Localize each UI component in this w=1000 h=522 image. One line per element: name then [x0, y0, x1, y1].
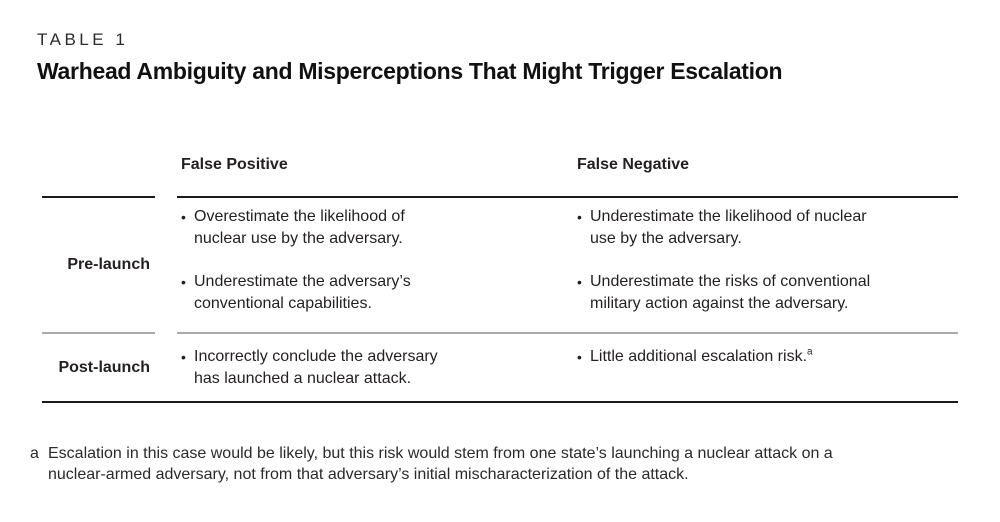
bullet-icon: • — [181, 349, 186, 365]
column-header-false-positive: False Positive — [181, 156, 288, 173]
bullet-icon: • — [181, 209, 186, 225]
cell-post-launch-false-negative: • Little additional escalation risk.a — [573, 334, 958, 401]
footnote-marker: a — [30, 445, 39, 462]
footnote-text: Escalation in this case would be likely,… — [48, 445, 833, 483]
row-label-pre-launch: Pre-launch — [67, 256, 150, 273]
misperceptions-table: False Positive False Negative Pre-launch… — [42, 155, 958, 403]
list-item: • Underestimate the likelihood of nuclea… — [573, 206, 958, 250]
footnote: a Escalation in this case would be likel… — [30, 443, 1000, 485]
row-label-post-launch: Post-launch — [58, 358, 150, 376]
list-item: • Overestimate the likelihood of nuclear… — [177, 206, 573, 250]
rule-top-stub-segment — [42, 196, 155, 198]
bullet-text: Underestimate the likelihood of nuclear … — [590, 208, 867, 247]
cell-pre-launch-false-positive: • Overestimate the likelihood of nuclear… — [177, 198, 573, 332]
footnote-ref-a: a — [807, 346, 813, 358]
row-gap — [155, 334, 177, 401]
bullet-text: Underestimate the risks of conventional … — [590, 273, 871, 312]
list-item: • Little additional escalation risk.a — [573, 346, 958, 368]
rule-top-main-segment — [177, 196, 958, 198]
rule-middle-main-segment — [177, 332, 958, 334]
rule-middle-stub-segment — [42, 332, 155, 334]
rule-bottom — [42, 401, 958, 403]
cell-pre-launch-false-negative: • Underestimate the likelihood of nuclea… — [573, 198, 958, 332]
bullet-icon: • — [577, 209, 582, 225]
cell-post-launch-false-positive: • Incorrectly conclude the adversary has… — [177, 334, 573, 401]
header-gap — [155, 155, 177, 196]
bullet-text: Overestimate the likelihood of nuclear u… — [194, 208, 405, 247]
list-item: • Underestimate the adversary’s conventi… — [177, 271, 573, 315]
table-label: TABLE 1 — [37, 30, 129, 49]
bullet-text-main: Little additional escalation risk. — [590, 348, 808, 365]
bullet-text: Underestimate the adversary’s convention… — [194, 273, 411, 312]
list-item: • Underestimate the risks of conventiona… — [573, 271, 958, 315]
bullet-text: Little additional escalation risk.a — [590, 346, 813, 368]
bullet-text: Incorrectly conclude the adversary has l… — [194, 348, 438, 387]
header-stub-empty — [42, 155, 155, 196]
bullet-icon: • — [181, 274, 186, 290]
column-header-false-negative: False Negative — [577, 156, 690, 173]
bullet-icon: • — [577, 349, 582, 365]
row-gap — [155, 198, 177, 332]
bullet-icon: • — [577, 274, 582, 290]
table-title: Warhead Ambiguity and Misperceptions Tha… — [37, 58, 783, 84]
list-item: • Incorrectly conclude the adversary has… — [177, 346, 573, 390]
